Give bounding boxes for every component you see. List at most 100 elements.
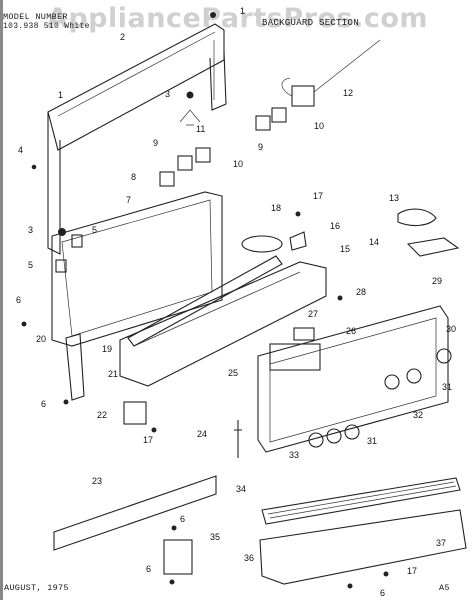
callout-9: 9	[258, 142, 263, 152]
callout-6: 6	[380, 588, 385, 598]
callout-31: 31	[367, 436, 377, 446]
callout-13: 13	[389, 193, 399, 203]
callout-37: 37	[436, 538, 446, 548]
callout-28: 28	[356, 287, 366, 297]
screw-part-6c	[171, 525, 177, 531]
terminal-part-5a	[71, 234, 83, 248]
callout-36: 36	[244, 553, 254, 563]
lamp-part-13	[397, 208, 437, 227]
callout-27: 27	[308, 309, 318, 319]
knob-part-31b	[384, 374, 400, 390]
callout-6: 6	[41, 399, 46, 409]
switch-part-10	[271, 107, 287, 123]
scan-edge	[0, 0, 3, 600]
footer-date: AUGUST, 1975	[4, 583, 69, 593]
callout-17: 17	[313, 191, 323, 201]
watermark: AppliancePartsPros.com	[46, 3, 429, 34]
callout-17: 17	[407, 566, 417, 576]
callout-1: 1	[58, 90, 63, 100]
block-part-35	[163, 539, 193, 575]
lower-trim-part-23	[53, 475, 217, 551]
callout-14: 14	[369, 237, 379, 247]
callout-22: 22	[97, 410, 107, 420]
nut-part-3	[186, 91, 194, 99]
callout-31: 31	[442, 382, 452, 392]
callout-18: 18	[271, 203, 281, 213]
callout-6: 6	[146, 564, 151, 574]
callout-21: 21	[108, 369, 118, 379]
clock-part-26	[269, 343, 321, 371]
callout-11: 11	[196, 124, 205, 134]
switch-part-12	[281, 39, 381, 107]
knob-part-31c	[344, 424, 360, 440]
model-number-value: 103.938 510 White	[3, 22, 90, 31]
callout-19: 19	[102, 344, 112, 354]
callout-33: 33	[289, 450, 299, 460]
grille-part-34	[261, 477, 461, 525]
callout-10: 10	[314, 121, 324, 131]
switch-part-9b	[177, 155, 193, 171]
callout-15: 15	[340, 244, 350, 254]
callout-3: 3	[165, 89, 170, 99]
callout-16: 16	[330, 221, 340, 231]
callout-20: 20	[36, 334, 46, 344]
knob-part-33	[308, 432, 324, 448]
switch-part-8	[159, 171, 175, 187]
screw-part-4	[31, 164, 37, 170]
screw-part-6a	[21, 321, 27, 327]
screw-part-1	[210, 12, 216, 18]
callout-5: 5	[92, 225, 97, 235]
bracket-part-20	[65, 333, 85, 401]
bracket-part-16	[289, 231, 307, 251]
callout-4: 4	[18, 145, 23, 155]
callout-17: 17	[143, 435, 153, 445]
plate-part-22	[123, 401, 147, 425]
callout-8: 8	[131, 172, 136, 182]
model-number-label: MODEL NUMBER	[3, 12, 68, 22]
callout-24: 24	[197, 429, 207, 439]
knob-part-30	[436, 348, 452, 364]
tray-part-37	[259, 509, 467, 585]
callout-12: 12	[343, 88, 353, 98]
callout-23: 23	[92, 476, 102, 486]
front-panel-part-29	[257, 305, 449, 453]
callout-29: 29	[432, 276, 442, 286]
lamp-holder-part-18	[241, 235, 283, 253]
callout-3: 3	[28, 225, 33, 235]
callout-30: 30	[446, 324, 456, 334]
screw-part-17b	[151, 427, 157, 433]
knob-part-31a	[406, 368, 422, 384]
terminal-part-5b	[55, 259, 67, 273]
rear-panel-part-7	[51, 191, 223, 347]
knob-part-31d	[326, 428, 342, 444]
tube-part-19	[127, 255, 283, 347]
callout-7: 7	[126, 195, 131, 205]
footer-page-code: A5	[439, 583, 450, 593]
section-title: BACKGUARD SECTION	[262, 18, 359, 28]
callout-5: 5	[28, 260, 33, 270]
callout-1: 1	[240, 6, 245, 16]
screw-part-6e	[347, 583, 353, 589]
callout-26: 26	[346, 326, 356, 336]
nut-part-3b	[58, 228, 66, 236]
backguard-frame-part-2	[47, 23, 227, 255]
switch-part-10b	[195, 147, 211, 163]
callout-6: 6	[16, 295, 21, 305]
switch-part-9a	[255, 115, 271, 131]
callout-25: 25	[228, 368, 238, 378]
screw-part-6d	[169, 579, 175, 585]
callout-2: 2	[120, 32, 125, 42]
callout-35: 35	[210, 532, 220, 542]
clip-part-11	[179, 109, 201, 126]
callout-9: 9	[153, 138, 158, 148]
screw-part-6b	[63, 399, 69, 405]
knob-part-27	[293, 327, 315, 341]
screw-part-17a	[295, 211, 301, 217]
callout-6: 6	[180, 514, 185, 524]
screw-part-17c	[383, 571, 389, 577]
callout-32: 32	[413, 410, 423, 420]
screw-part-28	[337, 295, 343, 301]
